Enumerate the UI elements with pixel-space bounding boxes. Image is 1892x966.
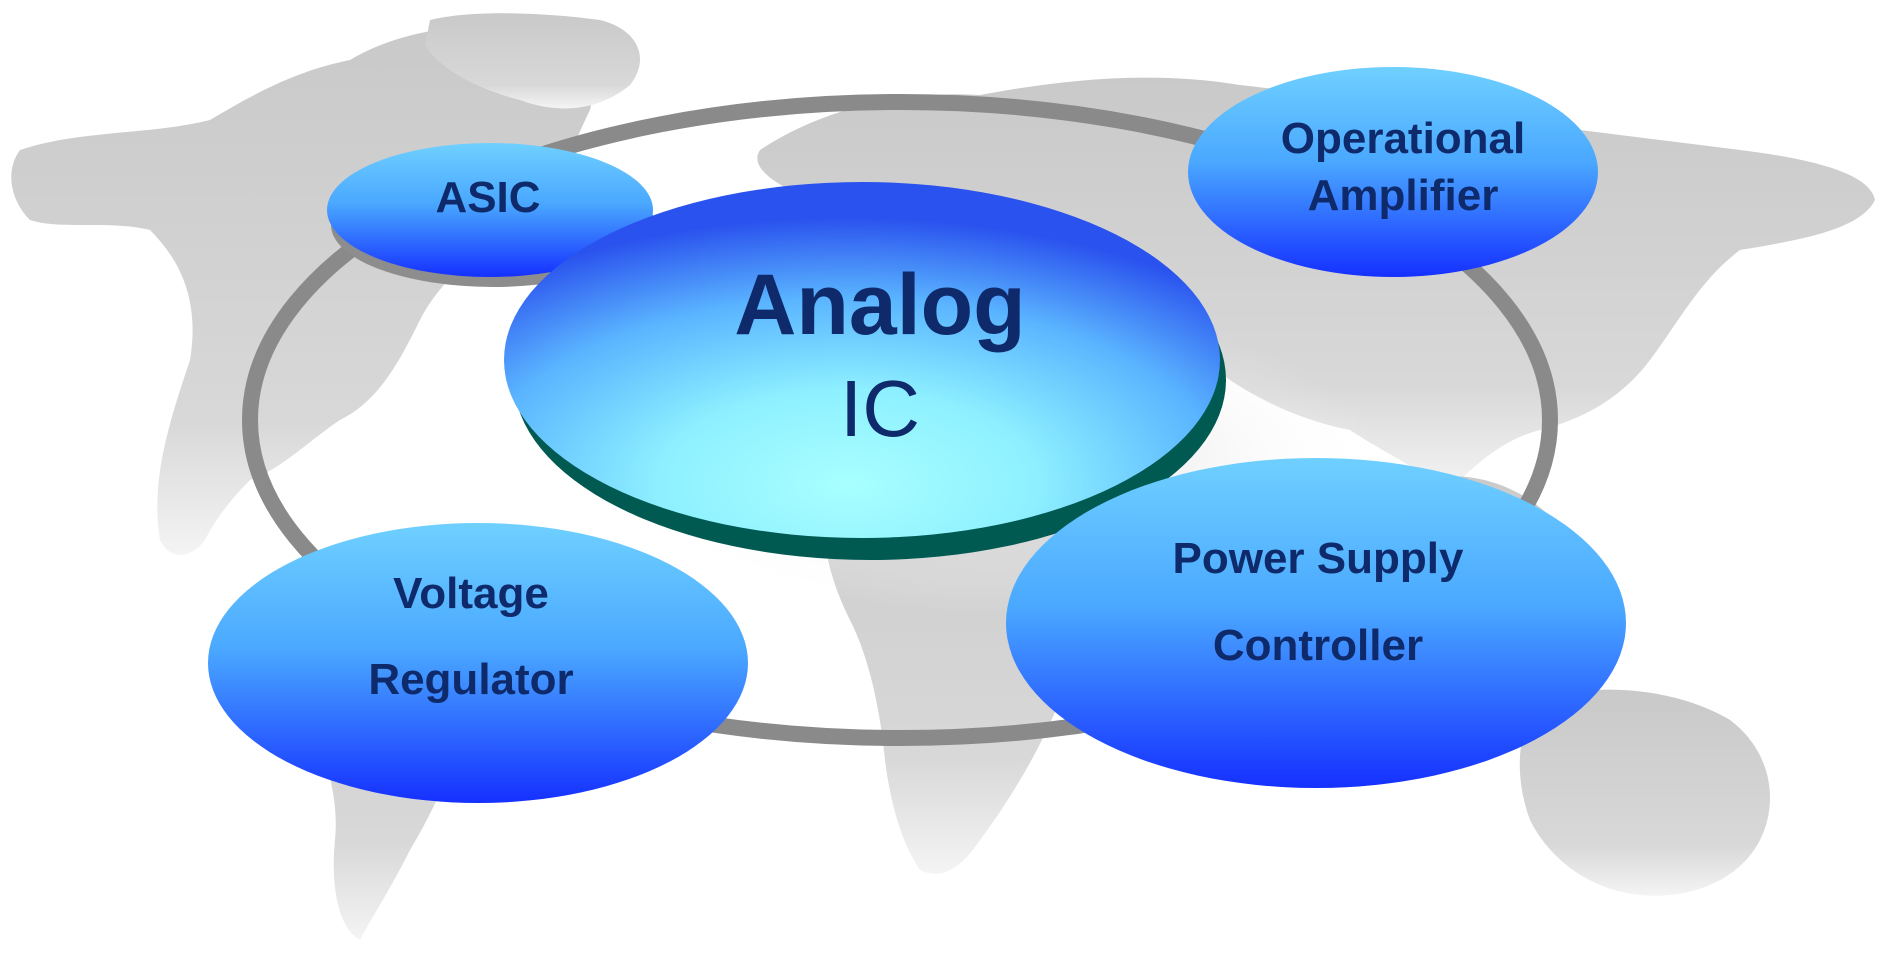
power-supply-controller-bubble (1006, 458, 1626, 788)
analog-ic-subtitle: IC (840, 364, 920, 453)
voltage-regulator-label-line1: Voltage (393, 569, 549, 618)
analog-ic-title: Analog (734, 257, 1025, 353)
asic-label: ASIC (435, 173, 540, 222)
node-voltage-regulator: Voltage Regulator (208, 523, 748, 803)
voltage-regulator-bubble (208, 523, 748, 803)
voltage-regulator-label-line2: Regulator (368, 655, 573, 704)
power-supply-controller-label-line2: Controller (1213, 621, 1423, 670)
analog-ic-disc (504, 182, 1220, 538)
node-operational-amplifier: Operational Amplifier (1188, 67, 1598, 277)
node-analog-ic: Analog IC (504, 182, 1226, 560)
operational-amplifier-label-line2: Amplifier (1308, 171, 1499, 220)
operational-amplifier-bubble (1188, 67, 1598, 277)
greenland-shape (425, 13, 640, 109)
node-power-supply-controller: Power Supply Controller (1006, 458, 1626, 788)
connection-ring (242, 94, 1558, 746)
asic-bubble (327, 143, 653, 277)
operational-amplifier-label-line1: Operational (1281, 114, 1526, 163)
australia-shape (1519, 689, 1770, 896)
power-supply-controller-label-line1: Power Supply (1173, 534, 1464, 583)
